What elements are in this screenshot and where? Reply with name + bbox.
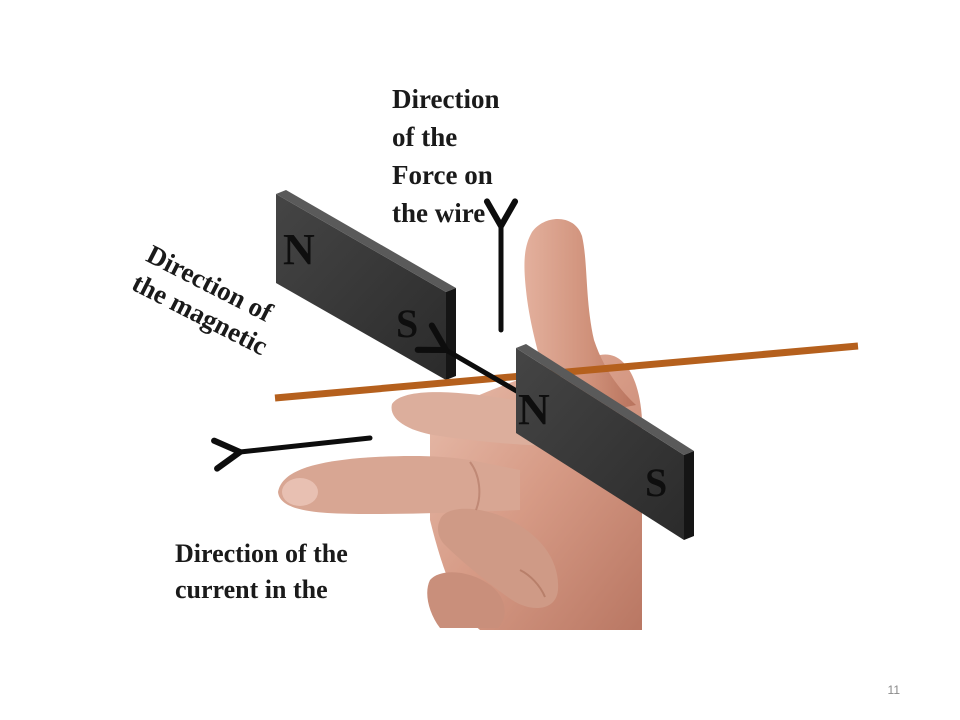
little-finger: [427, 572, 505, 628]
magnet-back: N S: [276, 190, 456, 380]
magnet-front-north-label: N: [518, 385, 550, 434]
force-direction-label: Direction of the Force on the wire: [392, 80, 499, 232]
magnet-front-face: [516, 348, 684, 540]
index-finger: [391, 392, 556, 446]
page-number: 11: [887, 683, 900, 697]
current-label-line: current in the: [175, 575, 328, 604]
magnetic-field-arrow: [414, 322, 523, 396]
magnet-back-side: [446, 288, 456, 380]
force-label-line: Force on: [392, 160, 493, 190]
current-direction-label: Direction of the current in the: [175, 536, 348, 608]
knuckle-crease: [519, 569, 546, 598]
magnet-back-north-label: N: [283, 225, 315, 274]
fingernail: [282, 478, 318, 506]
force-label-line: the wire: [392, 198, 486, 228]
middle-finger: [278, 455, 520, 514]
current-label-line: Direction of the: [175, 539, 348, 568]
force-label-line: Direction: [392, 84, 500, 114]
force-label-line: of the: [392, 122, 458, 152]
ring-finger: [437, 508, 559, 609]
magnet-front: N S: [516, 344, 694, 540]
magnet-front-side: [684, 451, 694, 540]
magnet-back-face: [276, 194, 446, 380]
magnet-back-south-label: S: [396, 301, 418, 346]
current-arrow: [211, 435, 373, 472]
magnet-back-edge: [276, 190, 456, 292]
knuckle-crease: [469, 461, 481, 511]
magnet-front-edge: [516, 344, 694, 455]
magnet-front-south-label: S: [645, 460, 667, 505]
